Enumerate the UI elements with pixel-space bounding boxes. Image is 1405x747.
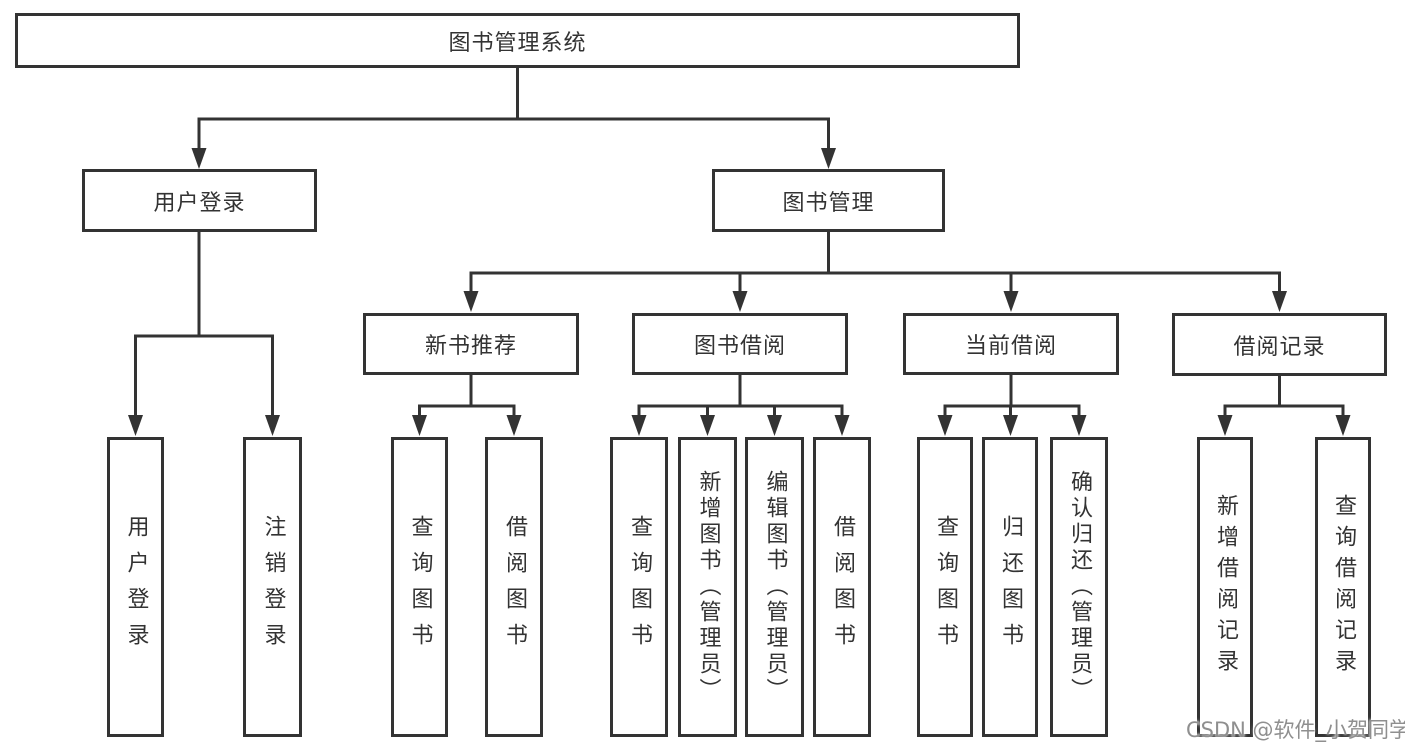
leaf-bb-borrow-books-label: 借阅图书	[830, 515, 855, 659]
leaf-bb-edit-books-admin: 编辑图书（管理员）	[745, 437, 804, 737]
node-current-borrow: 当前借阅	[903, 313, 1119, 375]
leaf-nbr-borrow-books: 借阅图书	[485, 437, 543, 737]
leaf-bb-borrow-books: 借阅图书	[813, 437, 871, 737]
leaf-bb-add-books-admin-label: 新增图书（管理员）	[695, 470, 721, 704]
leaf-cb-confirm-return-admin-label: 确认归还（管理员）	[1067, 470, 1092, 704]
node-book-mgmt: 图书管理	[712, 169, 945, 232]
node-root-label: 图书管理系统	[448, 30, 587, 56]
leaf-user-login: 用户登录	[107, 437, 164, 737]
leaf-bb-add-books-admin: 新增图书（管理员）	[678, 437, 737, 737]
leaf-nbr-query-books: 查询图书	[391, 437, 448, 737]
node-book-mgmt-label: 图书管理	[782, 190, 875, 216]
leaf-cb-return-books-label: 归还图书	[998, 515, 1023, 659]
leaf-br-query-record: 查询借阅记录	[1315, 437, 1371, 737]
leaf-bb-query-books: 查询图书	[610, 437, 668, 737]
node-new-book-rec: 新书推荐	[363, 313, 579, 375]
leaf-logout: 注销登录	[243, 437, 302, 737]
leaf-br-add-record: 新增借阅记录	[1197, 437, 1253, 737]
node-borrow-records: 借阅记录	[1172, 313, 1387, 376]
leaf-cb-query-books-label: 查询图书	[933, 515, 958, 659]
node-current-borrow-label: 当前借阅	[964, 334, 1057, 359]
node-book-borrow: 图书借阅	[632, 313, 848, 375]
leaf-nbr-query-books-label: 查询图书	[407, 515, 433, 659]
leaf-logout-label: 注销登录	[260, 515, 286, 659]
leaf-bb-edit-books-admin-label: 编辑图书（管理员）	[762, 470, 788, 704]
leaf-br-query-record-label: 查询借阅记录	[1331, 494, 1356, 680]
leaf-br-add-record-label: 新增借阅记录	[1213, 494, 1238, 680]
node-book-borrow-label: 图书借阅	[693, 334, 786, 359]
leaf-cb-confirm-return-admin: 确认归还（管理员）	[1050, 437, 1108, 737]
node-root: 图书管理系统	[15, 13, 1020, 68]
leaf-user-login-label: 用户登录	[123, 515, 149, 659]
leaf-cb-query-books: 查询图书	[917, 437, 973, 737]
node-user-login: 用户登录	[82, 169, 317, 232]
leaf-bb-query-books-label: 查询图书	[627, 515, 652, 659]
node-new-book-rec-label: 新书推荐	[424, 334, 517, 359]
leaf-cb-return-books: 归还图书	[982, 437, 1038, 737]
node-borrow-records-label: 借阅记录	[1233, 334, 1326, 360]
leaf-nbr-borrow-books-label: 借阅图书	[502, 515, 527, 659]
csdn-watermark: CSDN @软件_小贺同学	[1186, 718, 1405, 742]
node-user-login-label: 用户登录	[153, 190, 246, 216]
